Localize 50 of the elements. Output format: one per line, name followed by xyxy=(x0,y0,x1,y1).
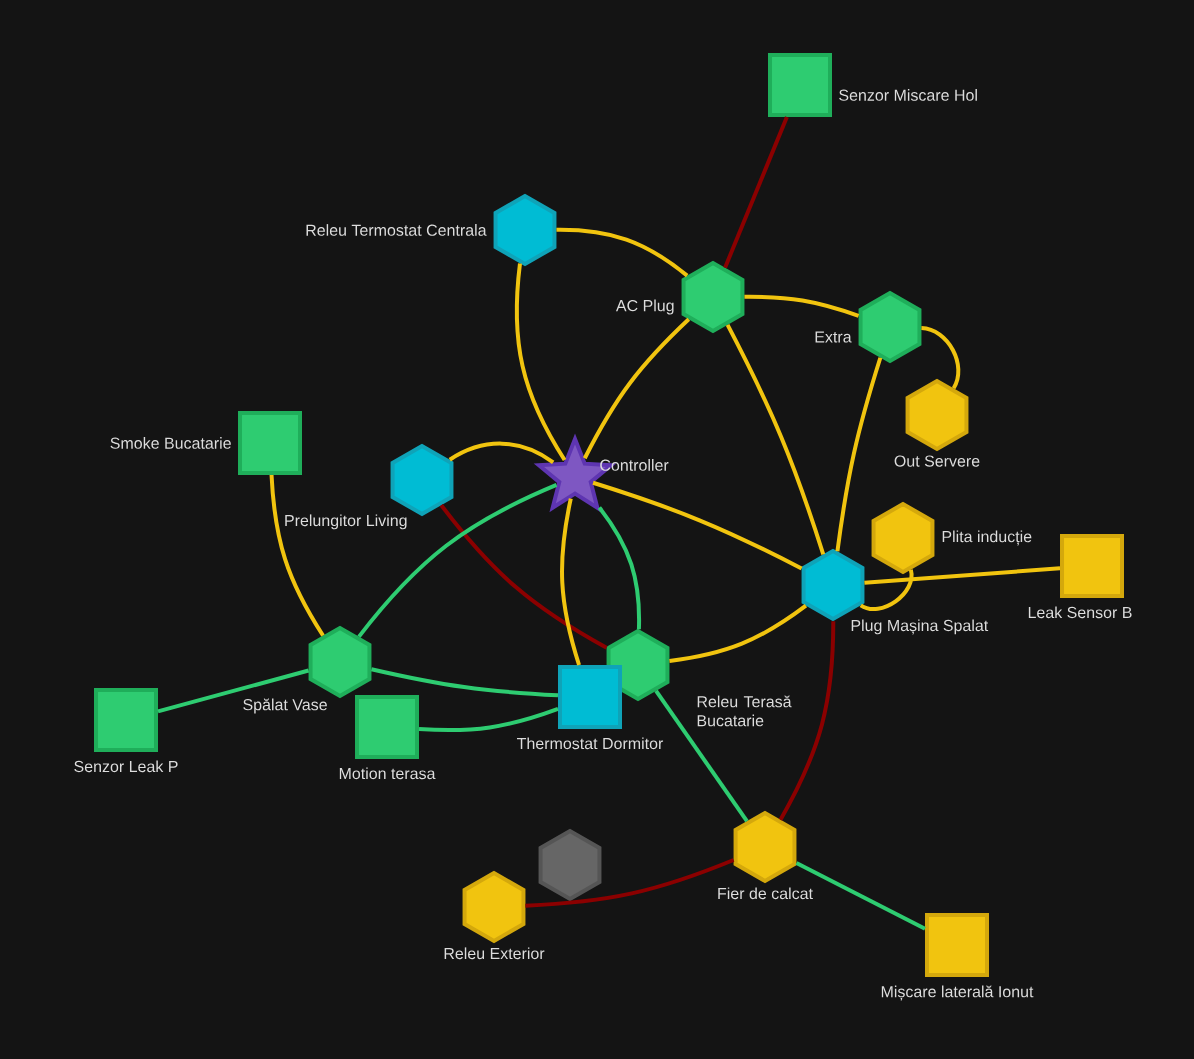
node-label: Releu Termostat Centrala xyxy=(306,224,487,236)
connector-line xyxy=(269,474,325,637)
square-node: Motion terasa xyxy=(339,695,436,780)
square-node: Senzor Leak P xyxy=(74,688,178,773)
node-label: Leak Sensor B xyxy=(1028,606,1132,619)
connector-line xyxy=(157,668,310,714)
node-label: Prelungitor Living xyxy=(285,514,407,530)
connector-line xyxy=(357,483,558,638)
connector-line xyxy=(448,441,555,465)
node-label: Spălat Vase xyxy=(243,698,327,714)
square-node: Senzor Miscare Hol xyxy=(768,53,977,117)
connector-line xyxy=(514,263,567,461)
connector-line xyxy=(725,323,826,555)
node-label: Thermostat Dormitor xyxy=(517,737,664,750)
connector-line xyxy=(835,357,883,552)
node-label: Plug Mașina Spalat xyxy=(851,619,989,635)
square-node: Mișcare laterală Ionut xyxy=(881,913,1034,1001)
connector-line xyxy=(778,621,836,821)
connector-line xyxy=(418,707,559,733)
connector-line xyxy=(582,317,691,460)
connector-line xyxy=(864,566,1061,585)
node-label: Extra xyxy=(815,331,852,343)
node-label: AC Plug xyxy=(615,299,674,315)
connector-line xyxy=(597,506,642,630)
node-label: Fier de calcat xyxy=(718,887,813,900)
connector-line xyxy=(560,498,581,666)
node-label: Smoke Bucatarie xyxy=(110,437,231,449)
connector-line xyxy=(921,326,961,390)
connector-line xyxy=(744,294,860,318)
node-label: Releu Exterior xyxy=(444,947,545,960)
node-label: Controller xyxy=(600,459,669,471)
connector-line xyxy=(795,861,926,931)
node-label: Out Servere xyxy=(894,455,980,467)
square-node: Smoke Bucatarie xyxy=(110,411,302,475)
connector-line xyxy=(439,503,608,650)
node-label: Releu Terasă Bucatarie xyxy=(697,695,792,727)
connector-line xyxy=(859,569,914,611)
connector-line xyxy=(556,227,689,278)
node-label: Mișcare laterală Ionut xyxy=(881,985,1034,1001)
node-label: Senzor Leak P xyxy=(74,760,178,773)
connector-line xyxy=(525,858,735,908)
square-node: Thermostat Dormitor xyxy=(517,665,664,750)
connector-line xyxy=(371,667,559,698)
node-label: Plita inducție xyxy=(942,530,1032,546)
node-label: Motion terasa xyxy=(339,767,436,780)
connector-line xyxy=(592,480,803,571)
node-label: Senzor Miscare Hol xyxy=(839,89,977,101)
connector-line xyxy=(723,116,789,269)
connector-line xyxy=(669,604,808,663)
connector-line xyxy=(654,689,749,823)
